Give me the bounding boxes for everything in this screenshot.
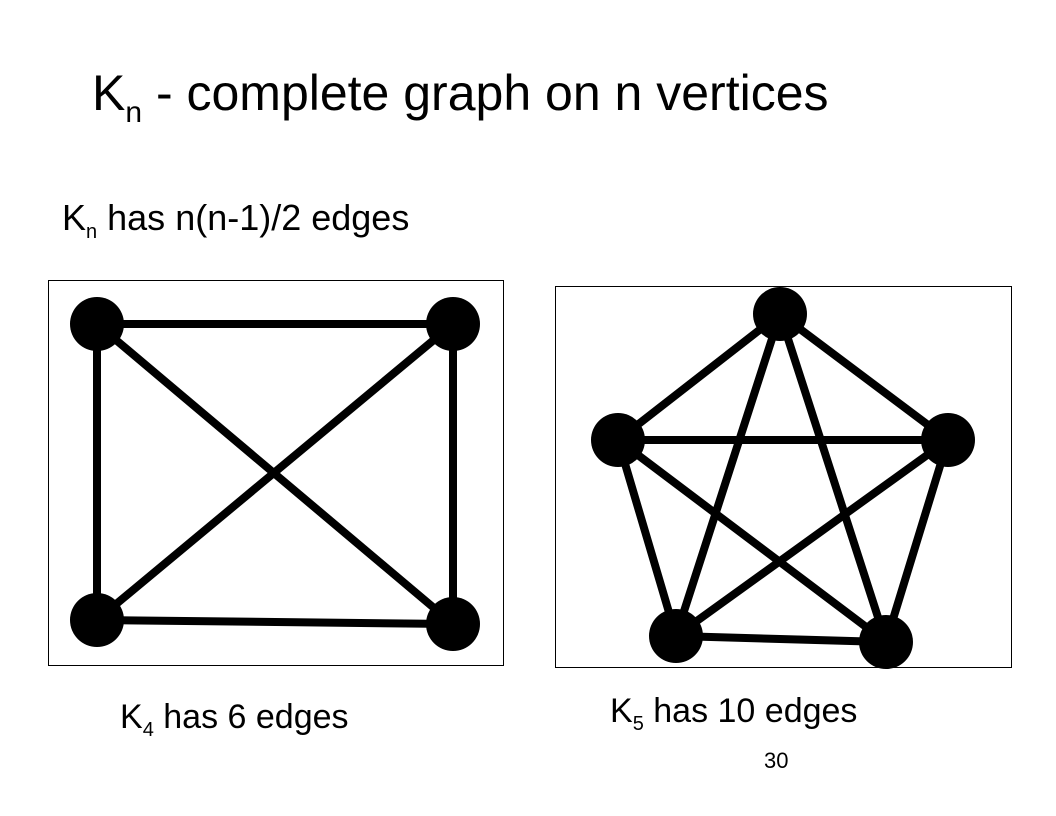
k5-vertex-4 xyxy=(649,609,703,663)
title-prefix: K xyxy=(92,65,126,121)
k5-caption-subscript: 5 xyxy=(632,713,644,735)
k5-caption-suffix: has 10 edges xyxy=(643,692,858,730)
k5-vertex-3 xyxy=(859,615,913,669)
k5-edge-1-2 xyxy=(776,310,952,444)
slide-title: Kn - complete graph on n vertices xyxy=(92,65,829,128)
page-number: 30 xyxy=(764,748,789,773)
k5-graph-panel xyxy=(555,286,1012,669)
k5-edge-2-4 xyxy=(672,436,952,640)
k5-edge-3-5 xyxy=(614,436,890,646)
k5-vertex-5 xyxy=(591,413,645,467)
k5-vertex-2 xyxy=(921,413,975,467)
k5-edge-1-4 xyxy=(672,310,784,640)
k4-caption-suffix: has 6 edges xyxy=(153,698,349,736)
k4-graph-panel xyxy=(48,280,504,666)
k5-graph-diagram xyxy=(591,287,975,669)
k5-caption-prefix: K xyxy=(610,692,633,730)
k4-vertex-2 xyxy=(426,297,480,351)
edge-count-formula: Kn has n(n-1)/2 edges xyxy=(62,197,410,243)
k5-edge-3-4 xyxy=(672,632,890,646)
k5-edge-1-3 xyxy=(776,310,890,646)
k4-graph-diagram xyxy=(70,297,480,651)
k4-caption-prefix: K xyxy=(120,698,143,736)
k4-vertex-4 xyxy=(426,597,480,651)
k4-vertex-3 xyxy=(70,593,124,647)
formula-suffix: has n(n-1)/2 edges xyxy=(97,197,410,238)
formula-prefix: K xyxy=(62,197,87,238)
k5-edge-2-3 xyxy=(882,436,952,646)
title-subscript: n xyxy=(125,96,143,129)
k5-caption: K5 has 10 edges xyxy=(610,692,858,734)
k5-edge-1-5 xyxy=(614,310,784,444)
k5-edge-4-5 xyxy=(614,436,680,640)
k4-edge-3-4 xyxy=(93,616,457,628)
k5-vertex-1 xyxy=(753,287,807,341)
k4-vertex-1 xyxy=(70,297,124,351)
formula-subscript: n xyxy=(86,221,98,243)
k4-caption: K4 has 6 edges xyxy=(120,698,349,740)
k4-caption-subscript: 4 xyxy=(142,719,154,741)
k4-edge-2-3 xyxy=(93,320,457,624)
title-suffix: - complete graph on n vertices xyxy=(142,65,829,121)
